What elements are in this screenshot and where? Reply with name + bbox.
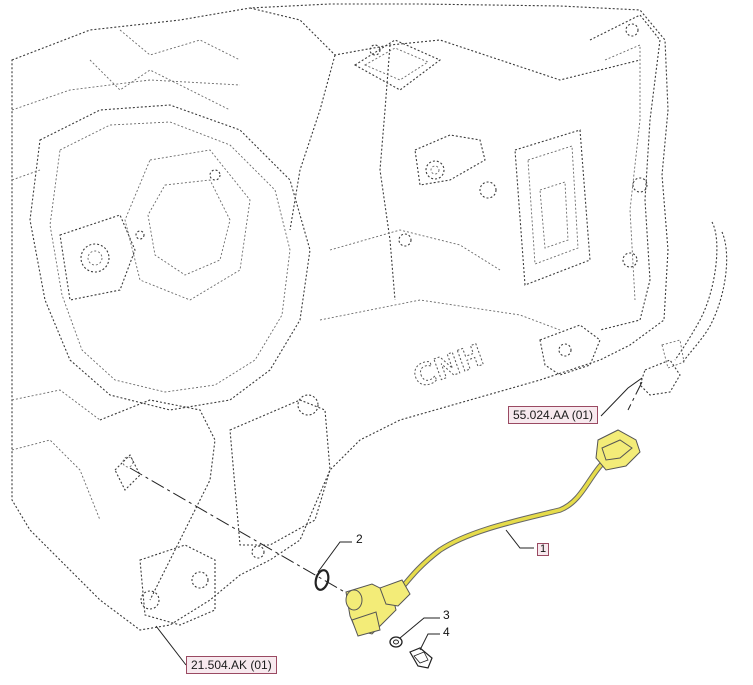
callout-sensor-harness[interactable]: 1 — [537, 543, 550, 556]
callout-o-ring[interactable]: 2 — [356, 532, 363, 546]
housing-reference-link[interactable]: 21.504.AK (01) — [186, 656, 277, 674]
assembly-centerline — [129, 381, 643, 599]
transmission-housing — [11, 3, 669, 631]
speed-sensor-harness[interactable] — [345, 429, 641, 637]
leader-lines — [155, 377, 643, 666]
callout-washer[interactable]: 3 — [443, 608, 450, 622]
svg-text:CNH: CNH — [409, 338, 489, 396]
bolt[interactable] — [409, 647, 433, 669]
o-ring[interactable] — [314, 569, 331, 591]
harness-connector-upper — [639, 221, 728, 396]
cnh-logo: CNH — [408, 337, 489, 396]
harness-reference-link[interactable]: 55.024.AA (01) — [508, 406, 599, 424]
callout-bolt[interactable]: 4 — [443, 625, 450, 639]
washer[interactable] — [389, 636, 403, 648]
